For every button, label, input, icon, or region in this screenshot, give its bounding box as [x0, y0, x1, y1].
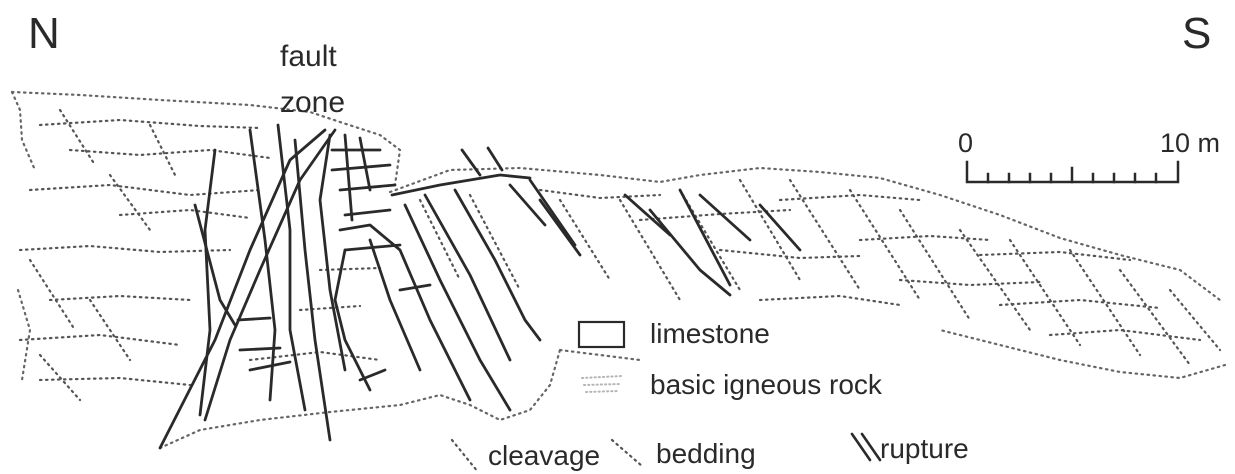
igneous-legend-symbol	[582, 376, 622, 392]
exposure-outline	[12, 92, 1225, 448]
scale-end-label: 10 m	[1160, 130, 1220, 157]
rupture-legend-symbol	[852, 434, 880, 460]
north-label: N	[28, 12, 60, 56]
limestone-legend-symbol	[579, 322, 624, 347]
bedding-legend-symbol	[612, 440, 642, 466]
legend-limestone-label: limestone	[650, 320, 770, 348]
scale-start-label: 0	[958, 130, 973, 157]
cleavage-legend-symbol	[452, 440, 478, 472]
legend-cleavage-label: cleavage	[488, 442, 600, 470]
south-label: S	[1182, 12, 1211, 56]
legend-bedding-label: bedding	[656, 440, 756, 468]
scale-bar	[967, 162, 1178, 182]
legend-rupture-label: rupture	[880, 435, 969, 463]
fault-zone-label-line2: zone	[280, 88, 345, 118]
fault-zone-label-line1: fault	[280, 42, 337, 72]
legend-igneous-label: basic igneous rock	[650, 371, 882, 399]
